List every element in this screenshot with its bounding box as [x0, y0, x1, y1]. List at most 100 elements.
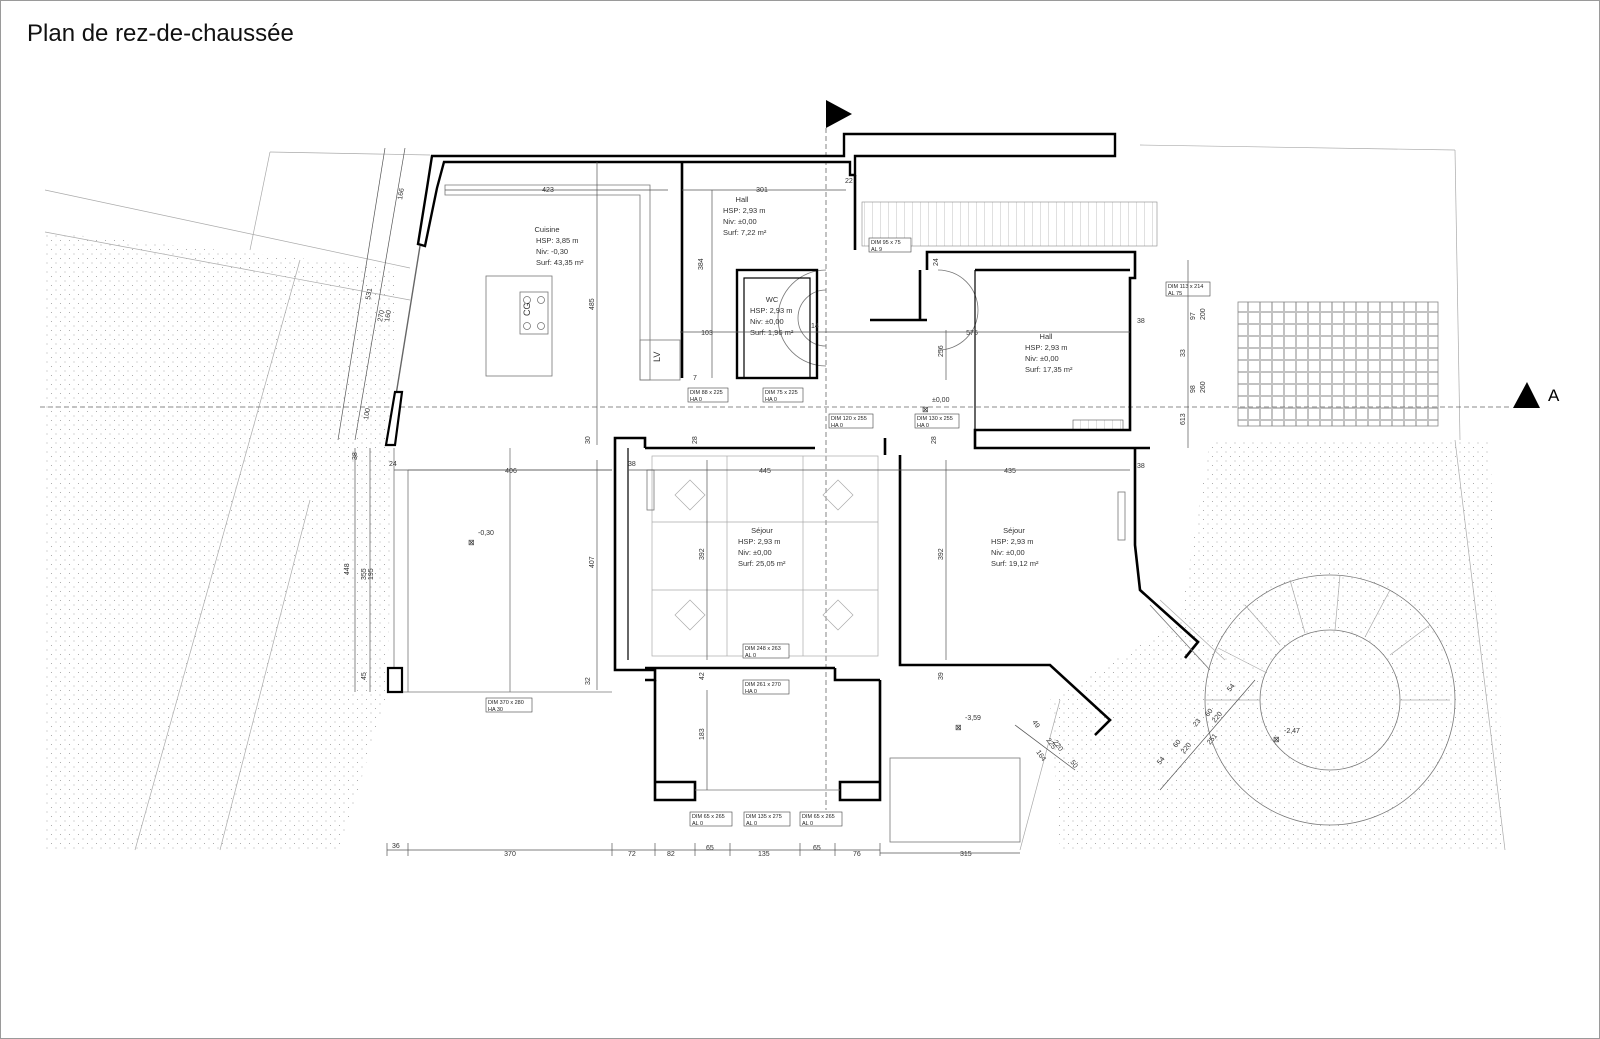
svg-text:Niv: ±0,00: Niv: ±0,00: [738, 548, 772, 557]
svg-text:103: 103: [701, 330, 713, 337]
svg-text:HSP: 3,85 m: HSP: 3,85 m: [536, 236, 579, 245]
svg-text:Séjour: Séjour: [751, 526, 773, 535]
svg-text:HA 30: HA 30: [488, 707, 503, 713]
svg-text:Surf: 1,96 m²: Surf: 1,96 m²: [750, 328, 794, 337]
svg-text:22: 22: [845, 178, 853, 185]
svg-text:54: 54: [1156, 756, 1166, 767]
svg-text:HA 0: HA 0: [690, 397, 702, 403]
cooktop-label: CG: [522, 303, 532, 317]
svg-text:AL 0: AL 0: [802, 821, 813, 827]
svg-text:30: 30: [585, 436, 592, 444]
svg-text:AL 0: AL 0: [745, 653, 756, 659]
garden-terrain: [44, 144, 1506, 851]
svg-text:98: 98: [1190, 385, 1197, 393]
svg-text:HA 0: HA 0: [765, 397, 777, 403]
svg-text:24: 24: [389, 461, 397, 468]
svg-text:28: 28: [931, 436, 938, 444]
svg-text:260: 260: [1200, 381, 1207, 393]
svg-text:DIM 120 x 255: DIM 120 x 255: [831, 416, 867, 422]
svg-text:355: 355: [361, 568, 368, 580]
svg-text:23: 23: [1192, 718, 1202, 729]
svg-text:⊠: ⊠: [1273, 735, 1280, 744]
svg-text:±0,00: ±0,00: [932, 397, 950, 404]
svg-text:DIM 88 x 225: DIM 88 x 225: [690, 390, 723, 396]
svg-text:435: 435: [1004, 468, 1016, 475]
svg-text:39: 39: [938, 672, 945, 680]
page-title: Plan de rez-de-chaussée: [27, 20, 294, 47]
svg-text:HSP: 2,93 m: HSP: 2,93 m: [1025, 343, 1068, 352]
svg-text:166: 166: [397, 188, 406, 201]
svg-text:384: 384: [698, 258, 705, 270]
svg-text:Surf: 17,35 m²: Surf: 17,35 m²: [1025, 365, 1073, 374]
svg-text:Surf: 43,35 m²: Surf: 43,35 m²: [536, 258, 584, 267]
svg-text:45: 45: [361, 672, 368, 680]
svg-text:Niv: ±0,00: Niv: ±0,00: [750, 317, 784, 326]
svg-text:407: 407: [589, 556, 596, 568]
svg-text:65: 65: [813, 845, 821, 852]
exterior-basin: [889, 757, 1021, 843]
svg-text:DIM 95 x 75: DIM 95 x 75: [871, 240, 901, 246]
svg-text:38: 38: [1137, 318, 1145, 325]
svg-text:82: 82: [667, 851, 675, 858]
svg-text:Surf: 7,22 m²: Surf: 7,22 m²: [723, 228, 767, 237]
svg-text:Cuisine: Cuisine: [534, 225, 559, 234]
svg-text:HSP: 2,93 m: HSP: 2,93 m: [750, 306, 793, 315]
sink-label: LV: [652, 352, 662, 362]
svg-text:HA 0: HA 0: [745, 689, 757, 695]
svg-text:392: 392: [938, 548, 945, 560]
svg-text:Surf: 19,12 m²: Surf: 19,12 m²: [991, 559, 1039, 568]
svg-text:72: 72: [628, 851, 636, 858]
svg-text:AL 0: AL 0: [746, 821, 757, 827]
svg-text:33: 33: [1180, 349, 1187, 357]
svg-text:DIM 65 x 265: DIM 65 x 265: [692, 814, 725, 820]
svg-text:200: 200: [1200, 308, 1207, 320]
svg-text:-3,59: -3,59: [965, 715, 981, 722]
walls: [384, 132, 1200, 802]
spiral-staircase: [1204, 574, 1456, 826]
svg-text:183: 183: [699, 728, 706, 740]
svg-text:50: 50: [1068, 759, 1078, 769]
svg-text:Hall: Hall: [1040, 332, 1053, 341]
svg-text:24: 24: [933, 258, 940, 266]
svg-text:613: 613: [1180, 413, 1187, 425]
svg-text:164: 164: [1034, 749, 1046, 763]
svg-text:⊠: ⊠: [468, 538, 475, 547]
svg-text:301: 301: [756, 187, 768, 194]
dimension-lines: 423 301 406 445 435 103 575 384 485 392 …: [337, 147, 1256, 858]
svg-text:DIM 135 x 275: DIM 135 x 275: [746, 814, 782, 820]
svg-text:DIM 370 x 280: DIM 370 x 280: [488, 700, 524, 706]
svg-text:38: 38: [628, 461, 636, 468]
svg-text:100: 100: [363, 408, 372, 421]
svg-text:DIM 65 x 265: DIM 65 x 265: [802, 814, 835, 820]
svg-text:32: 32: [585, 677, 592, 685]
svg-text:HSP: 2,93 m: HSP: 2,93 m: [991, 537, 1034, 546]
svg-text:28: 28: [692, 436, 699, 444]
svg-text:195: 195: [368, 568, 375, 580]
svg-text:448: 448: [344, 563, 351, 575]
svg-text:135: 135: [758, 851, 770, 858]
svg-text:⊠: ⊠: [955, 723, 962, 732]
svg-text:423: 423: [542, 187, 554, 194]
svg-text:65: 65: [706, 845, 714, 852]
kitchen-counter: [444, 184, 651, 381]
north-arrow-icon: [826, 100, 852, 128]
svg-text:HA 0: HA 0: [917, 423, 929, 429]
svg-text:Niv: -0,30: Niv: -0,30: [536, 247, 568, 256]
svg-text:7: 7: [693, 375, 697, 382]
section-marker-label: A: [1548, 386, 1560, 405]
svg-text:406: 406: [505, 468, 517, 475]
svg-text:270: 270: [377, 310, 386, 323]
svg-text:HSP: 2,93 m: HSP: 2,93 m: [723, 206, 766, 215]
ceiling-pattern: [651, 455, 879, 657]
svg-text:370: 370: [504, 851, 516, 858]
